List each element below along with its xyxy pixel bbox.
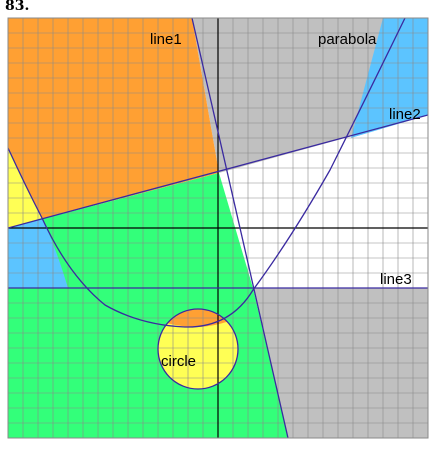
plot-border [7,17,429,439]
label-line2: line2 [389,106,421,123]
parabola [8,18,406,328]
line1 [191,18,289,438]
problem-number: 83. [5,0,30,14]
label-line3: line3 [380,271,412,288]
region-gray-top [192,18,428,173]
circle [157,308,239,390]
line2 [8,114,428,229]
label-line1: line1 [150,31,182,48]
label-circle: circle [161,353,196,370]
region-white [219,116,428,288]
label-parabola: parabola [318,31,377,48]
